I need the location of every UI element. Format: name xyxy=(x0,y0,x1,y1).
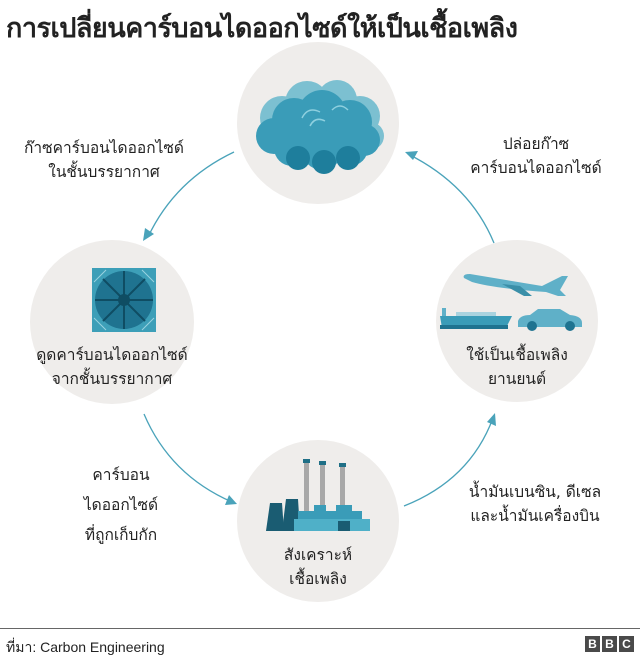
airplane-icon xyxy=(463,274,568,296)
edge-label-capture-to-synthesis: คาร์บอน ไดออกไซด์ ที่ถูกเก็บกัก xyxy=(56,460,186,550)
bbc-logo-letter: C xyxy=(619,636,634,652)
bbc-logo-letter: B xyxy=(585,636,600,652)
arrow-capture-to-synthesis xyxy=(143,413,233,503)
arrow-atmosphere-to-capture xyxy=(147,151,235,238)
edge-label-line: น้ำมันเบนซิน, ดีเซล xyxy=(468,483,602,501)
edge-label-line: ปล่อยก๊าซ xyxy=(502,135,570,153)
usage-label: ใช้เป็นเชื้อเพลิง ยานยนต์ xyxy=(436,343,598,391)
arrowhead-icon xyxy=(487,413,496,426)
edge-label-line: ในชั้นบรรยากาศ xyxy=(48,163,160,181)
synthesis-label-line1: สังเคราะห์ xyxy=(283,546,353,564)
edge-label-atmosphere-to-capture: ก๊าซคาร์บอนไดออกไซด์ ในชั้นบรรยากาศ xyxy=(4,136,204,184)
usage-label-line1: ใช้เป็นเชื้อเพลิง xyxy=(466,346,568,364)
cloud-icon xyxy=(256,80,384,174)
arrow-synthesis-to-usage xyxy=(403,417,494,507)
edge-label-line: คาร์บอน xyxy=(92,466,150,484)
edge-label-line: ที่ถูกเก็บกัก xyxy=(84,526,158,544)
usage-label-line2: ยานยนต์ xyxy=(487,370,547,388)
ship-icon xyxy=(440,308,512,329)
edge-label-line: ก๊าซคาร์บอนไดออกไซด์ xyxy=(24,139,184,157)
car-icon xyxy=(518,309,582,331)
page-title: การเปลี่ยนคาร์บอนไดออกไซด์ให้เป็นเชื้อเพ… xyxy=(6,13,518,44)
arrowhead-icon xyxy=(143,228,154,241)
edge-label-line: คาร์บอนไดออกไซด์ xyxy=(470,159,602,177)
arrowhead-icon xyxy=(405,151,418,160)
bbc-logo-letter: B xyxy=(602,636,617,652)
synthesis-label: สังเคราะห์ เชื้อเพลิง xyxy=(237,543,399,591)
capture-label-line2: จากชั้นบรรยากาศ xyxy=(51,370,173,388)
capture-label: ดูดคาร์บอนไดออกไซด์ จากชั้นบรรยากาศ xyxy=(30,343,194,391)
footer-divider xyxy=(0,628,640,629)
arrowhead-icon xyxy=(225,495,237,505)
source-credit: ที่มา: Carbon Engineering xyxy=(6,639,165,655)
capture-label-line1: ดูดคาร์บอนไดออกไซด์ xyxy=(36,346,188,364)
edge-label-usage-to-atmosphere: ปล่อยก๊าซ คาร์บอนไดออกไซด์ xyxy=(446,132,626,180)
edge-label-synthesis-to-usage: น้ำมันเบนซิน, ดีเซล และน้ำมันเครื่องบิน xyxy=(440,480,630,528)
factory-icon xyxy=(266,459,370,531)
edge-label-line: และน้ำมันเครื่องบิน xyxy=(470,507,600,525)
bbc-logo: B B C xyxy=(585,636,634,652)
arrow-usage-to-atmosphere xyxy=(407,153,495,244)
edge-label-line: ไดออกไซด์ xyxy=(83,496,159,514)
fan-icon xyxy=(92,268,156,332)
synthesis-label-line2: เชื้อเพลิง xyxy=(289,570,347,588)
